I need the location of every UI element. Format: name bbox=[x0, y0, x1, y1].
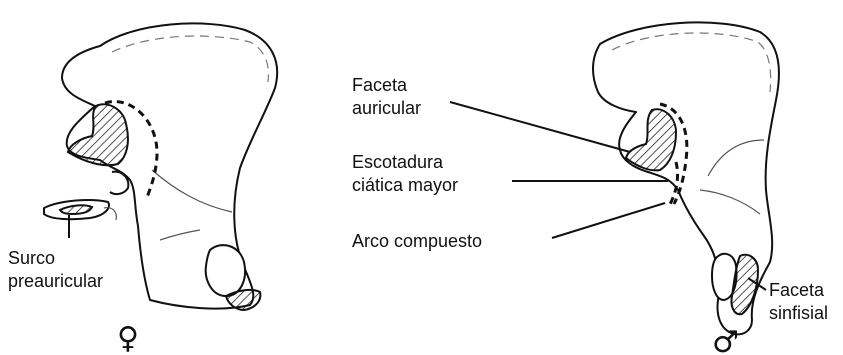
male-label-faceta-2: Faceta bbox=[769, 280, 825, 300]
male-hip-bone bbox=[593, 22, 779, 334]
male-label-ciatica-mayor: ciática mayor bbox=[352, 175, 458, 195]
female-obturator-foramen bbox=[206, 245, 245, 296]
male-label-auricular: auricular bbox=[352, 98, 421, 118]
male-auricular-leader bbox=[450, 102, 630, 152]
female-label-surco: Surco bbox=[8, 248, 55, 268]
male-label-faceta: Faceta bbox=[352, 75, 408, 95]
female-hip-bone bbox=[44, 23, 277, 310]
male-label-arco-compuesto: Arco compuesto bbox=[352, 231, 482, 251]
male-label-escotadura: Escotadura bbox=[352, 152, 444, 172]
female-label-preauricular: preauricular bbox=[8, 271, 103, 291]
female-symbol: ♀ bbox=[117, 321, 139, 355]
male-label-sinfisial: sinfisial bbox=[769, 303, 828, 323]
male-arch-leader bbox=[552, 203, 665, 238]
male-symbol: ♂ bbox=[712, 325, 739, 355]
